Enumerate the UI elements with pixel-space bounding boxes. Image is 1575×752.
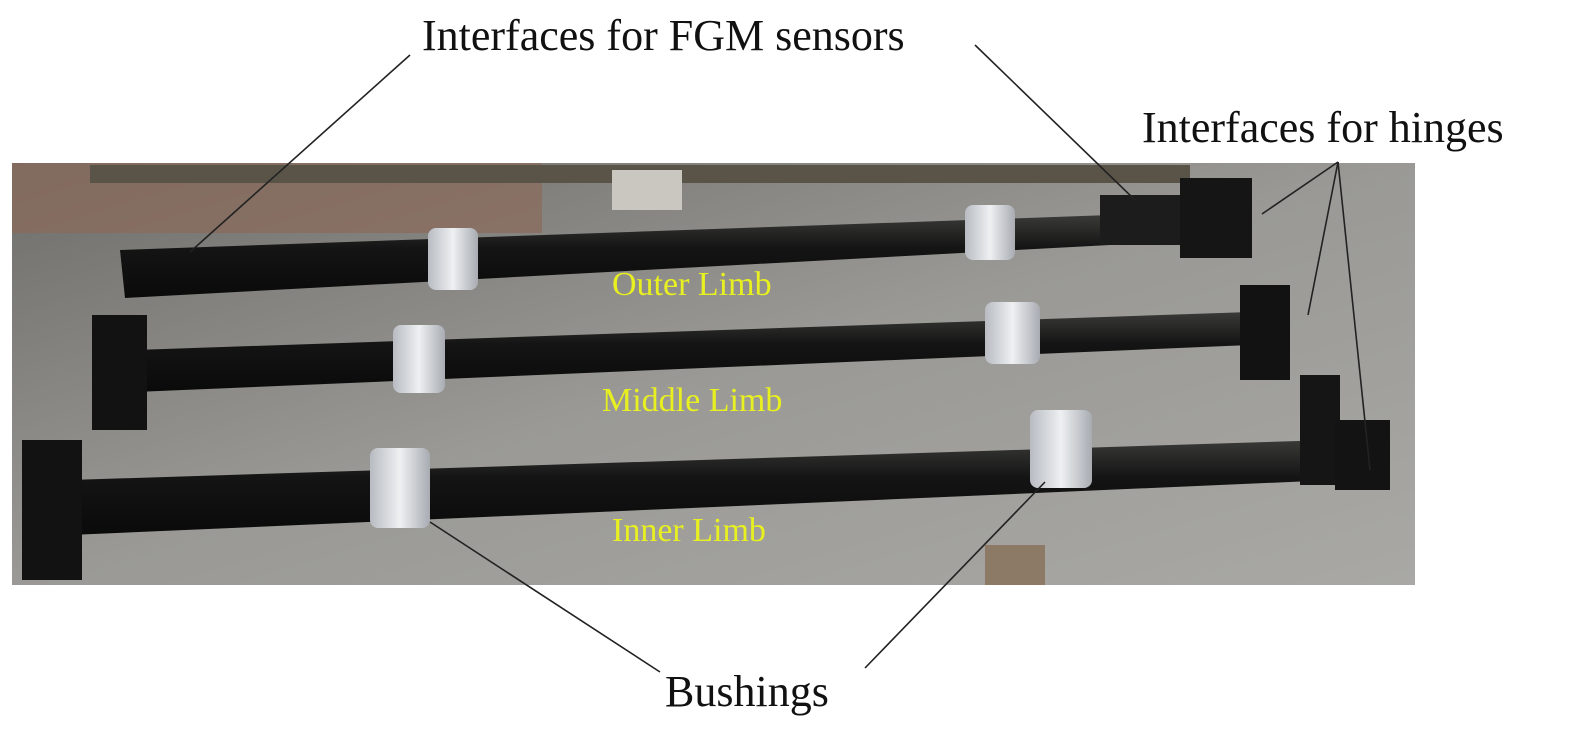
leader-line xyxy=(1307,161,1339,316)
annotation-fgm-sensors: Interfaces for FGM sensors xyxy=(422,11,905,60)
small-plate xyxy=(985,545,1045,585)
label-outer-limb: Outer Limb xyxy=(612,266,772,303)
bushing xyxy=(965,205,1015,260)
leader-line xyxy=(864,481,1046,669)
background-block xyxy=(612,170,682,210)
leader-lines xyxy=(189,44,1371,673)
bushing xyxy=(370,448,430,528)
bushing xyxy=(1030,410,1092,488)
annotation-hinges: Interfaces for hinges xyxy=(1142,103,1504,152)
bushings-group xyxy=(370,205,1092,528)
bushing xyxy=(428,228,478,290)
leader-line xyxy=(974,44,1136,201)
leader-line xyxy=(189,54,411,253)
label-inner-limb: Inner Limb xyxy=(612,512,766,549)
leader-line xyxy=(429,521,661,673)
outer-limb xyxy=(120,178,1252,298)
annotation-bushings: Bushings xyxy=(665,667,829,716)
bushing xyxy=(393,325,445,393)
bushing xyxy=(985,302,1040,364)
label-middle-limb: Middle Limb xyxy=(602,382,783,419)
leader-line xyxy=(1261,161,1339,215)
leader-line xyxy=(1337,161,1371,471)
